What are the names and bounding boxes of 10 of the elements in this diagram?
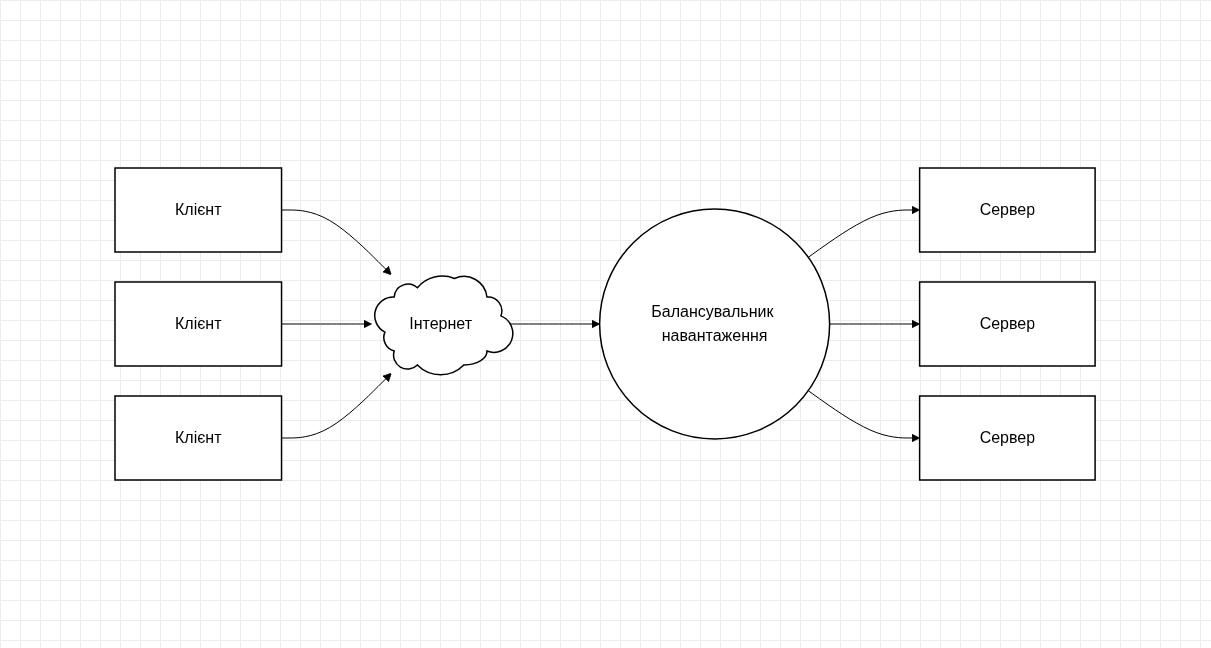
arrow <box>509 319 601 329</box>
node-box: Сервер <box>919 395 1097 481</box>
arrow <box>808 390 921 443</box>
node-circle: Балансувальник навантаження <box>599 208 831 440</box>
node-box: Сервер <box>919 281 1097 367</box>
node-box: Клієнт <box>114 281 283 367</box>
node-box: Сервер <box>919 167 1097 253</box>
node-box: Клієнт <box>114 395 283 481</box>
node-box: Клієнт <box>114 167 283 253</box>
arrow <box>808 205 921 258</box>
